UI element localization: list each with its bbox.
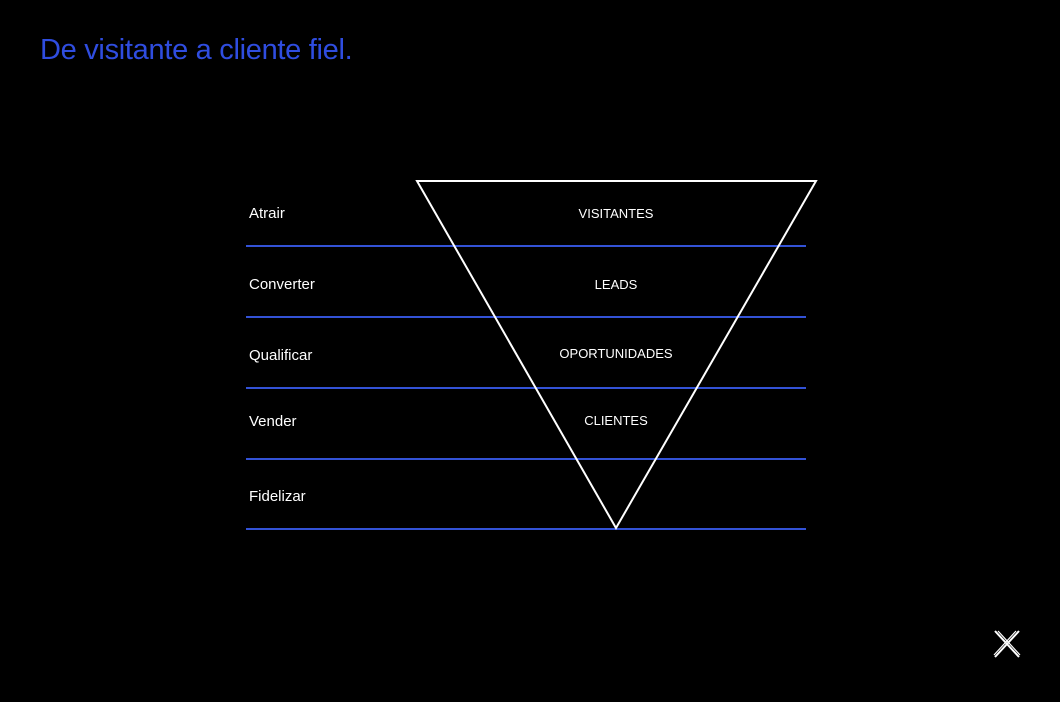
funnel-level-label: LEADS [595, 277, 638, 292]
stage-label: Converter [249, 276, 315, 293]
stage-label: Fidelizar [249, 488, 306, 505]
stage-label: Atrair [249, 205, 285, 222]
funnel-level-label: CLIENTES [584, 413, 648, 428]
funnel-level-label: VISITANTES [579, 206, 654, 221]
funnel-triangle [415, 180, 818, 531]
funnel-level-labels: VISITANTES LEADS OPORTUNIDADES CLIENTES [559, 206, 672, 428]
stage-label: Vender [249, 413, 297, 430]
brand-x-icon [993, 630, 1021, 658]
slide-title: De visitante a cliente fiel. [40, 34, 353, 66]
stage-separators [246, 245, 806, 530]
funnel-level-label: OPORTUNIDADES [559, 346, 672, 361]
stage-label: Qualificar [249, 347, 312, 364]
